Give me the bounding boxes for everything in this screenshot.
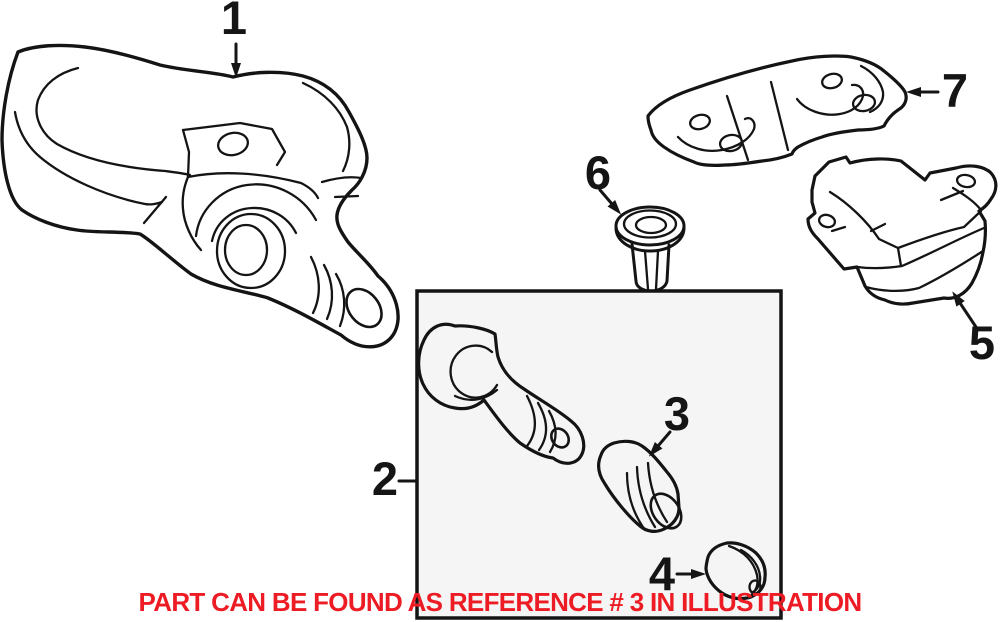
valve-stem-illustration <box>417 322 586 465</box>
callout-6-label: 6 <box>584 146 612 199</box>
tpms-sensor-illustration <box>0 43 400 349</box>
receiver-module-illustration <box>806 155 998 306</box>
leader-arrow-3 <box>648 430 672 457</box>
callout-3-label: 3 <box>663 387 691 440</box>
valve-nut-illustration <box>597 439 683 533</box>
leader-arrow-5 <box>952 291 978 329</box>
callout-4-label: 4 <box>648 547 676 600</box>
callout-7-label: 7 <box>941 64 969 117</box>
callout-1-label: 1 <box>220 0 248 44</box>
valve-kit-box <box>415 289 783 620</box>
valve-cap-illustration <box>704 541 767 601</box>
leader-arrows <box>231 42 978 579</box>
callout-2-label: 2 <box>371 452 399 505</box>
callout-5-label: 5 <box>968 316 996 369</box>
grommet-illustration <box>614 205 686 293</box>
reference-notice: PART CAN BE FOUND AS REFERENCE # 3 IN IL… <box>138 587 863 617</box>
bracket-illustration <box>646 54 908 167</box>
leader-arrow-6 <box>598 188 622 215</box>
